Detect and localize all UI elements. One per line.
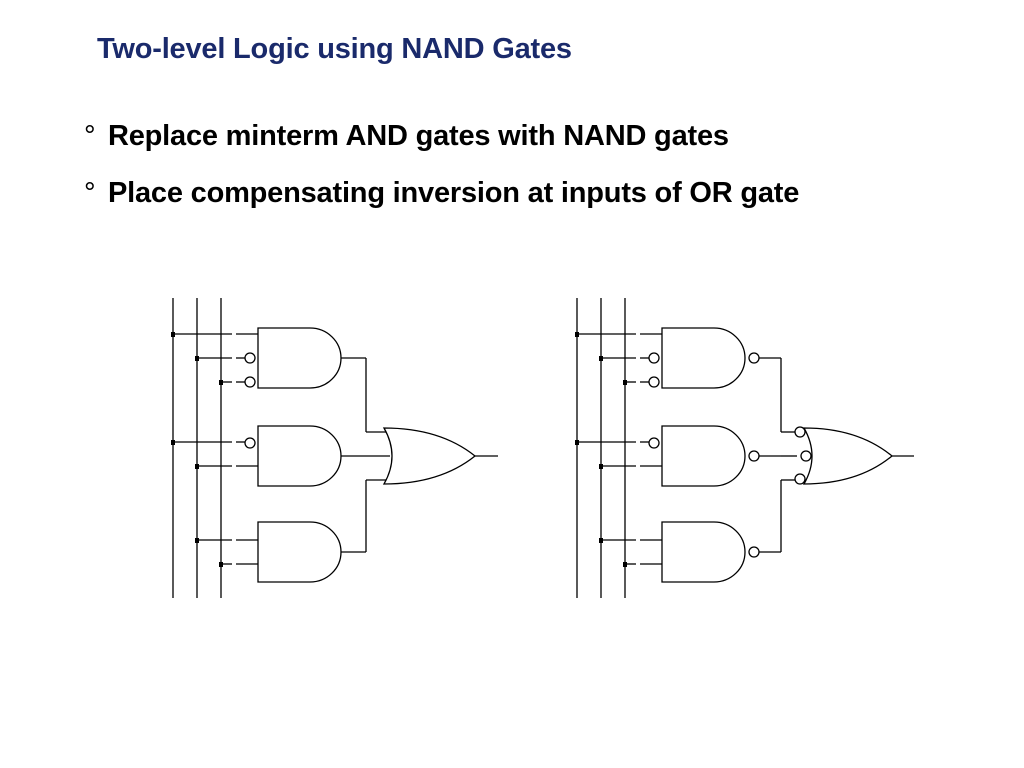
bullet-degree-icon: ° (84, 120, 96, 152)
input-inversion-bubble (648, 437, 660, 449)
or-gate (802, 427, 894, 485)
bullet-item: ° Replace minterm AND gates with NAND ga… (84, 120, 799, 177)
nand-output-bubble (748, 546, 760, 558)
and-or-circuit (171, 298, 498, 598)
slide-title: Two-level Logic using NAND Gates (97, 33, 572, 65)
nand-gate (661, 425, 746, 487)
or-gate (382, 427, 477, 485)
input-inversion-bubble (244, 352, 256, 364)
nand-or-circuit (575, 298, 914, 598)
nand-gate (661, 327, 746, 389)
and-gate (257, 425, 342, 487)
or-input-inversion-bubble (800, 450, 812, 462)
and-gate (257, 521, 342, 583)
nand-output-bubble (748, 352, 760, 364)
nand-gate (661, 521, 746, 583)
bullet-list: ° Replace minterm AND gates with NAND ga… (84, 120, 799, 234)
bullet-degree-icon: ° (84, 177, 96, 209)
bullet-item: ° Place compensating inversion at inputs… (84, 177, 799, 234)
input-inversion-bubble (244, 376, 256, 388)
bullet-text: Replace minterm AND gates with NAND gate… (108, 120, 729, 152)
input-inversion-bubble (244, 437, 256, 449)
and-gate (257, 327, 342, 389)
bullet-text: Place compensating inversion at inputs o… (108, 177, 800, 209)
nand-output-bubble (748, 450, 760, 462)
or-input-inversion-bubble (794, 473, 806, 485)
input-inversion-bubble (648, 376, 660, 388)
or-input-inversion-bubble (794, 426, 806, 438)
input-inversion-bubble (648, 352, 660, 364)
